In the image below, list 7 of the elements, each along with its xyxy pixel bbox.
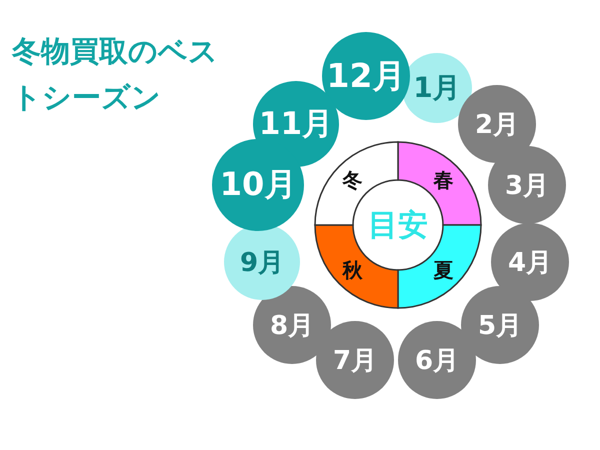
month-bubble: 5月 [461,286,539,364]
month-bubble: 10月 [212,139,304,231]
month-bubble: 7月 [316,321,394,399]
month-bubble: 3月 [488,146,566,224]
title: 冬物買取のベストシーズン [12,33,219,116]
month-bubble: 6月 [398,321,476,399]
month-bubble: 4月 [491,223,569,301]
